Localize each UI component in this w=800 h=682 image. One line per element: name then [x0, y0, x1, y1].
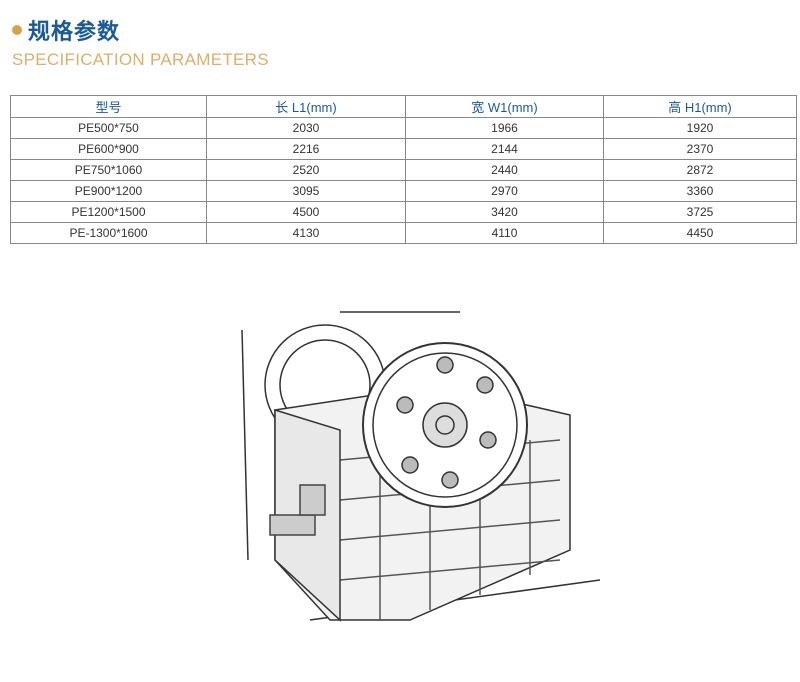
- table-cell: 2440: [405, 159, 604, 181]
- table-cell: 2144: [405, 138, 604, 160]
- table-cell: PE600*900: [10, 138, 207, 160]
- section-title: 规格参数: [12, 14, 120, 46]
- table-cell: 2370: [603, 138, 797, 160]
- title-cn: 规格参数: [28, 19, 121, 44]
- table-cell: 2216: [206, 138, 406, 160]
- table-cell: 1966: [405, 117, 604, 139]
- col-length: 长 L1(mm): [206, 95, 406, 118]
- table-cell: 4130: [206, 222, 406, 244]
- table-cell: PE500*750: [10, 117, 207, 139]
- table-cell: 4500: [206, 201, 406, 223]
- hub: [422, 402, 468, 448]
- table-cell: 3420: [405, 201, 604, 223]
- table-cell: 4450: [603, 222, 797, 244]
- table-cell: 2520: [206, 159, 406, 181]
- col-height: 高 H1(mm): [603, 95, 797, 118]
- table-cell: 3725: [603, 201, 797, 223]
- table-cell: 2030: [206, 117, 406, 139]
- jaw-crusher-diagram: [241, 311, 601, 622]
- bullet-icon: [12, 25, 22, 35]
- table-cell: 1920: [603, 117, 797, 139]
- table-cell: 4110: [405, 222, 604, 244]
- table-cell: PE900*1200: [10, 180, 207, 202]
- height-dimension-line: [241, 329, 249, 561]
- table-cell: PE-1300*1600: [10, 222, 207, 244]
- title-en: SPECIFICATION PARAMETERS: [12, 50, 269, 69]
- col-model: 型号: [10, 95, 207, 118]
- table-cell: 2970: [405, 180, 604, 202]
- table-cell: PE1200*1500: [10, 201, 207, 223]
- table-header: 型号 长 L1(mm) 宽 W1(mm) 高 H1(mm): [10, 95, 797, 118]
- col-width: 宽 W1(mm): [405, 95, 604, 118]
- table-cell: 2872: [603, 159, 797, 181]
- table-cell: 3095: [206, 180, 406, 202]
- table-cell: 3360: [603, 180, 797, 202]
- table-cell: PE750*1060: [10, 159, 207, 181]
